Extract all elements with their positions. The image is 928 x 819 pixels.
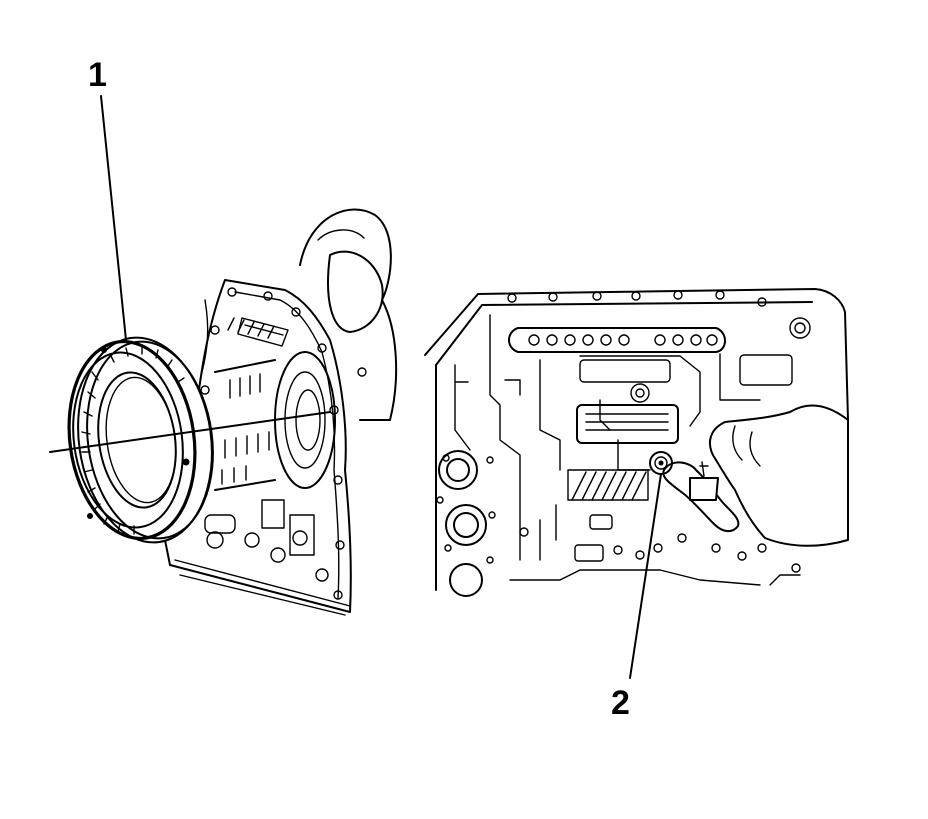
- leader-line-1: [100, 95, 127, 341]
- transaxle-case-left: [164, 208, 398, 616]
- callout-label-2: 2: [611, 684, 630, 722]
- callout-label-1: 1: [88, 56, 107, 94]
- hand-with-tool: [649, 404, 849, 547]
- leader-line-2: [629, 473, 662, 679]
- valve-body-right: [424, 288, 849, 597]
- alignment-axis-line: [49, 411, 331, 453]
